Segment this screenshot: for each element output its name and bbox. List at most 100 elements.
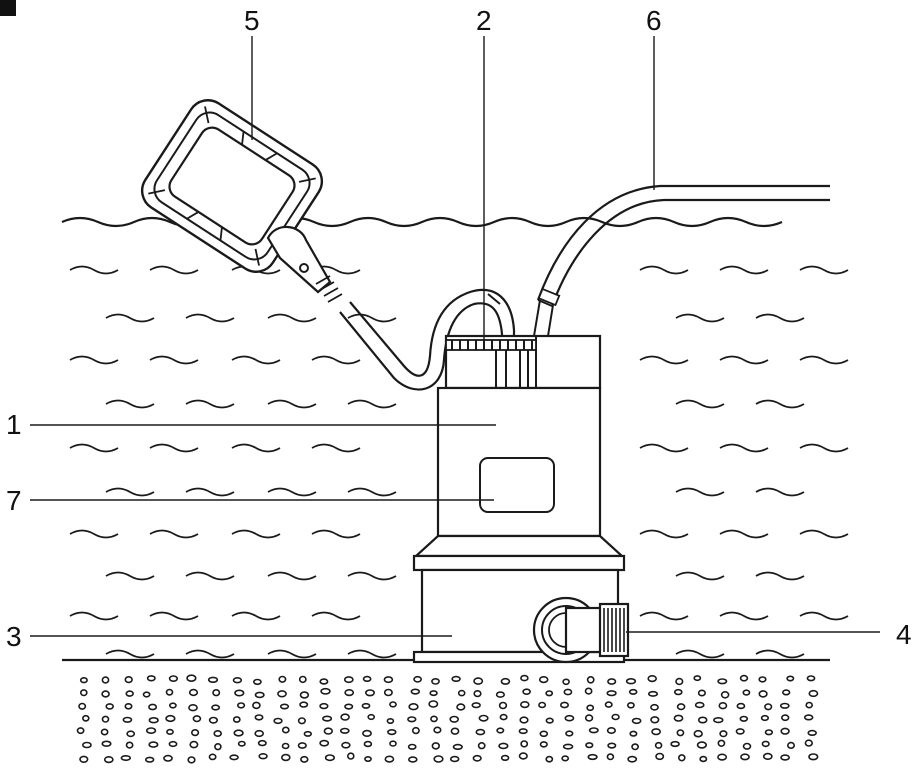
gravel-pebble xyxy=(297,717,307,725)
gravel-pebble xyxy=(407,743,417,750)
gravel-pebble xyxy=(584,687,593,695)
gravel-pebble xyxy=(585,742,594,749)
gravel-pebble xyxy=(717,739,726,747)
gravel-pebble xyxy=(213,729,222,737)
gravel-pebble xyxy=(761,740,770,748)
gravel-pebble xyxy=(473,677,484,685)
ripple-mark xyxy=(719,529,769,539)
gravel-pebble xyxy=(411,726,420,735)
gravel-pebble xyxy=(627,755,638,763)
gravel-pebble xyxy=(758,690,768,698)
gravel-pebble xyxy=(384,755,395,763)
gravel-pebble xyxy=(764,703,773,711)
ripple-mark xyxy=(231,611,281,621)
gravel-pebble xyxy=(650,716,660,724)
ripple-mark xyxy=(311,443,361,453)
ripple-mark xyxy=(347,649,397,659)
gravel-pebble xyxy=(629,730,638,737)
ripple-mark xyxy=(347,487,397,497)
gravel-pebble xyxy=(518,728,528,735)
gravel-pebble xyxy=(781,689,791,696)
gravel-pebble xyxy=(472,754,482,762)
ripple-mark xyxy=(675,313,725,323)
gravel-pebble xyxy=(496,727,505,734)
gravel-pebble xyxy=(299,691,310,699)
gravel-pebble xyxy=(760,714,770,722)
gravel-pebble xyxy=(606,690,617,697)
gravel-pebble xyxy=(281,726,290,734)
gravel-pebble xyxy=(677,754,686,762)
gravel-pebble xyxy=(322,715,333,722)
gravel-pebble xyxy=(279,703,290,710)
callout-1: 1 xyxy=(6,409,22,440)
gravel-pebble xyxy=(565,730,574,737)
gravel-pebble xyxy=(410,688,420,695)
pressure-outlet xyxy=(532,596,630,664)
gravel-bed xyxy=(76,674,819,764)
gravel-pebble xyxy=(500,754,510,762)
ripple-mark xyxy=(639,611,689,621)
gravel-pebble xyxy=(740,753,750,761)
gravel-pebble xyxy=(188,688,199,697)
gravel-pebble xyxy=(495,691,506,698)
gravel-pebble xyxy=(717,678,728,685)
gravel-pebble xyxy=(407,756,418,763)
gravel-pebble xyxy=(545,717,554,724)
gravel-pebble xyxy=(362,675,372,683)
ripple-mark xyxy=(231,443,281,453)
gravel-pebble xyxy=(364,689,375,697)
callout-5: 5 xyxy=(244,5,260,36)
gravel-pebble xyxy=(717,753,728,761)
gravel-pebble xyxy=(564,714,575,722)
gravel-pebble xyxy=(539,730,549,738)
gravel-pebble xyxy=(428,700,439,708)
ripple-mark xyxy=(105,571,155,581)
ripple-mark xyxy=(639,265,689,275)
gravel-pebble xyxy=(208,753,217,761)
gravel-pebble xyxy=(805,701,814,709)
gravel-pebble xyxy=(647,674,658,683)
water-ripples xyxy=(69,265,849,659)
gravel-pebble xyxy=(233,729,244,737)
leader-lines xyxy=(30,36,880,637)
callout-labels: 1 2 3 4 5 6 7 xyxy=(6,5,912,652)
gravel-pebble xyxy=(146,727,157,734)
gravel-pebble xyxy=(168,702,177,709)
ripple-mark xyxy=(799,443,849,453)
gravel-pebble xyxy=(76,727,85,735)
gravel-pebble xyxy=(607,678,617,685)
gravel-pebble xyxy=(762,752,773,761)
gravel-pebble xyxy=(588,727,599,734)
gravel-pebble xyxy=(408,702,419,711)
gravel-pebble xyxy=(79,755,89,763)
gravel-pebble xyxy=(120,754,132,761)
float-switch xyxy=(140,99,343,303)
gravel-pebble xyxy=(584,714,594,722)
gravel-pebble xyxy=(779,702,790,709)
ripple-mark xyxy=(755,313,805,323)
gravel-pebble xyxy=(101,715,110,723)
gravel-pebble xyxy=(739,715,749,722)
gravel-pebble xyxy=(804,739,813,747)
corner-marker xyxy=(0,0,16,16)
gravel-pebble xyxy=(625,677,637,685)
ripple-mark xyxy=(185,571,235,581)
gravel-pebble xyxy=(229,754,239,761)
gravel-pebble xyxy=(498,701,508,710)
gravel-pebble xyxy=(383,688,393,697)
gravel-pebble xyxy=(319,702,329,710)
gravel-pebble xyxy=(191,728,200,737)
gravel-pebble xyxy=(148,741,159,748)
ripple-mark xyxy=(639,443,689,453)
gravel-pebble xyxy=(457,689,466,697)
gravel-pebble xyxy=(780,754,790,761)
gravel-pebble xyxy=(498,742,509,750)
ripple-mark xyxy=(149,355,199,365)
gravel-pebble xyxy=(168,740,178,748)
gravel-pebble xyxy=(780,727,790,735)
gravel-pebble xyxy=(562,678,570,686)
gravel-pebble xyxy=(361,702,371,709)
gravel-pebble xyxy=(163,754,173,762)
gravel-pebble xyxy=(80,689,88,697)
ripple-mark xyxy=(185,649,235,659)
